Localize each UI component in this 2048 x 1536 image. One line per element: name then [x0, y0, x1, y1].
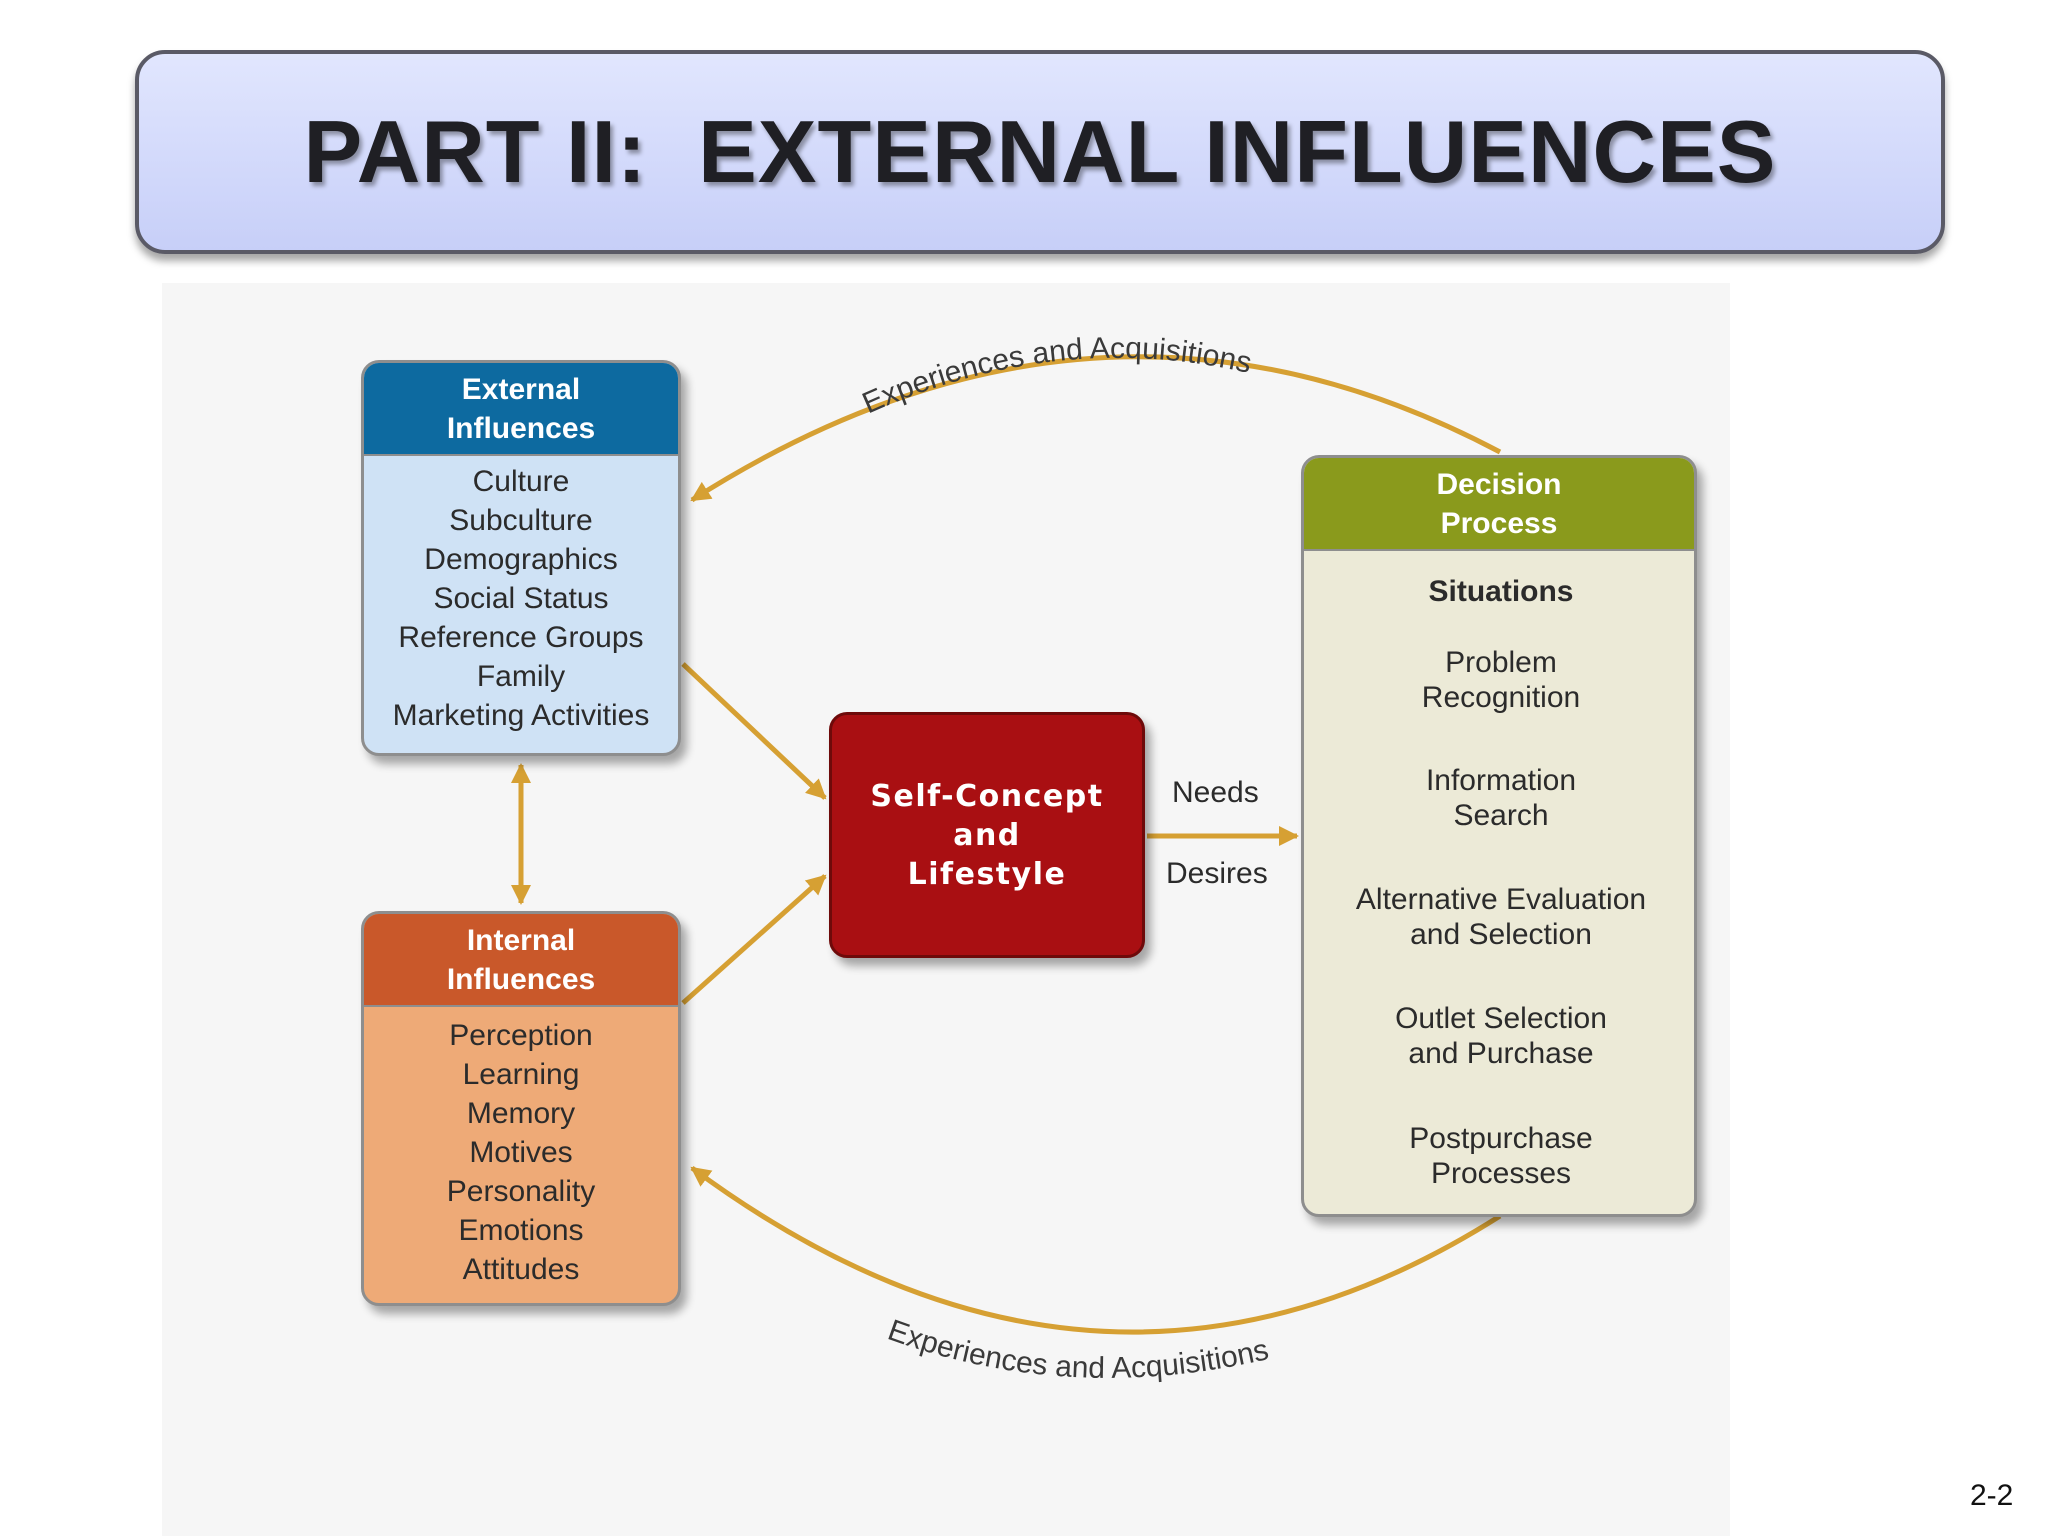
external-item: Culture: [472, 465, 570, 498]
step-problem-recognition: Problem Recognition: [1303, 645, 1699, 715]
bottom-arc-arrow: [690, 1165, 1502, 1335]
step-alternative-evaluation: Alternative Evaluation and Selection: [1303, 882, 1699, 952]
internal-item: Learning: [462, 1058, 580, 1091]
self-concept-line: Lifestyle: [907, 856, 1067, 892]
decision-heading-line: Process: [1440, 506, 1558, 540]
external-heading-line: External: [461, 372, 581, 406]
external-to-self-arrow: [681, 662, 827, 800]
top-arc-arrow: [690, 354, 1502, 503]
svg-text:Experiences and Acquisitions: Experiences and Acquisitions: [858, 332, 1255, 421]
internal-influences-box: Internal Influences Perception Learning …: [361, 911, 681, 1306]
page-number: 2-2: [1970, 1479, 2014, 1512]
step-information-search: Information Search: [1303, 763, 1699, 833]
step-line: and Purchase: [1408, 1037, 1594, 1070]
decision-process-box: Decision Process: [1301, 455, 1697, 1217]
external-influences-list: Culture Subculture Demographics Social S…: [364, 456, 678, 735]
external-item: Reference Groups: [398, 621, 644, 654]
step-line: and Selection: [1410, 918, 1592, 951]
top-arc-label: Experiences and Acquisitions: [858, 332, 1255, 421]
self-concept-line: and: [953, 817, 1021, 853]
internal-influences-list: Perception Learning Memory Motives Perso…: [364, 1007, 678, 1289]
page-title: PART II: EXTERNAL INFLUENCES: [303, 102, 1777, 201]
self-concept-box: Self-Concept and Lifestyle: [829, 712, 1145, 958]
step-postpurchase-processes: Postpurchase Processes: [1303, 1121, 1699, 1191]
external-heading-line: Influences: [446, 411, 596, 445]
internal-heading-line: Internal: [466, 923, 576, 957]
title-banner: PART II: EXTERNAL INFLUENCES: [135, 50, 1945, 254]
step-outlet-selection: Outlet Selection and Purchase: [1303, 1001, 1699, 1071]
external-item: Demographics: [424, 543, 618, 576]
decision-process-header: Decision Process: [1304, 458, 1694, 551]
internal-item: Memory: [466, 1097, 576, 1130]
internal-item: Motives: [469, 1136, 573, 1169]
internal-item: Perception: [449, 1019, 593, 1052]
step-line: Alternative Evaluation: [1355, 883, 1647, 916]
internal-item: Personality: [446, 1175, 596, 1208]
external-item: Family: [476, 660, 566, 693]
step-line: Search: [1453, 799, 1549, 832]
internal-heading-line: Influences: [446, 962, 596, 996]
external-item: Marketing Activities: [392, 699, 650, 732]
internal-item: Attitudes: [462, 1253, 580, 1286]
external-influences-header: External Influences: [364, 363, 678, 456]
external-item: Social Status: [433, 582, 609, 615]
step-line: Problem: [1445, 646, 1557, 679]
internal-item: Emotions: [458, 1214, 584, 1247]
self-concept-line: Self-Concept: [870, 778, 1104, 814]
needs-label: Needs: [1172, 776, 1259, 809]
desires-label: Desires: [1166, 857, 1268, 890]
external-influences-box: External Influences Culture Subculture D…: [361, 360, 681, 756]
step-line: Information: [1425, 764, 1577, 797]
situations-label: Situations: [1428, 575, 1574, 608]
internal-to-self-arrow: [681, 874, 827, 1005]
decision-heading-line: Decision: [1436, 467, 1562, 501]
external-item: Subculture: [449, 504, 593, 537]
step-line: Outlet Selection: [1395, 1002, 1607, 1035]
step-line: Postpurchase: [1409, 1122, 1593, 1155]
step-line: Processes: [1430, 1157, 1572, 1190]
step-line: Recognition: [1421, 681, 1581, 714]
internal-influences-header: Internal Influences: [364, 914, 678, 1007]
